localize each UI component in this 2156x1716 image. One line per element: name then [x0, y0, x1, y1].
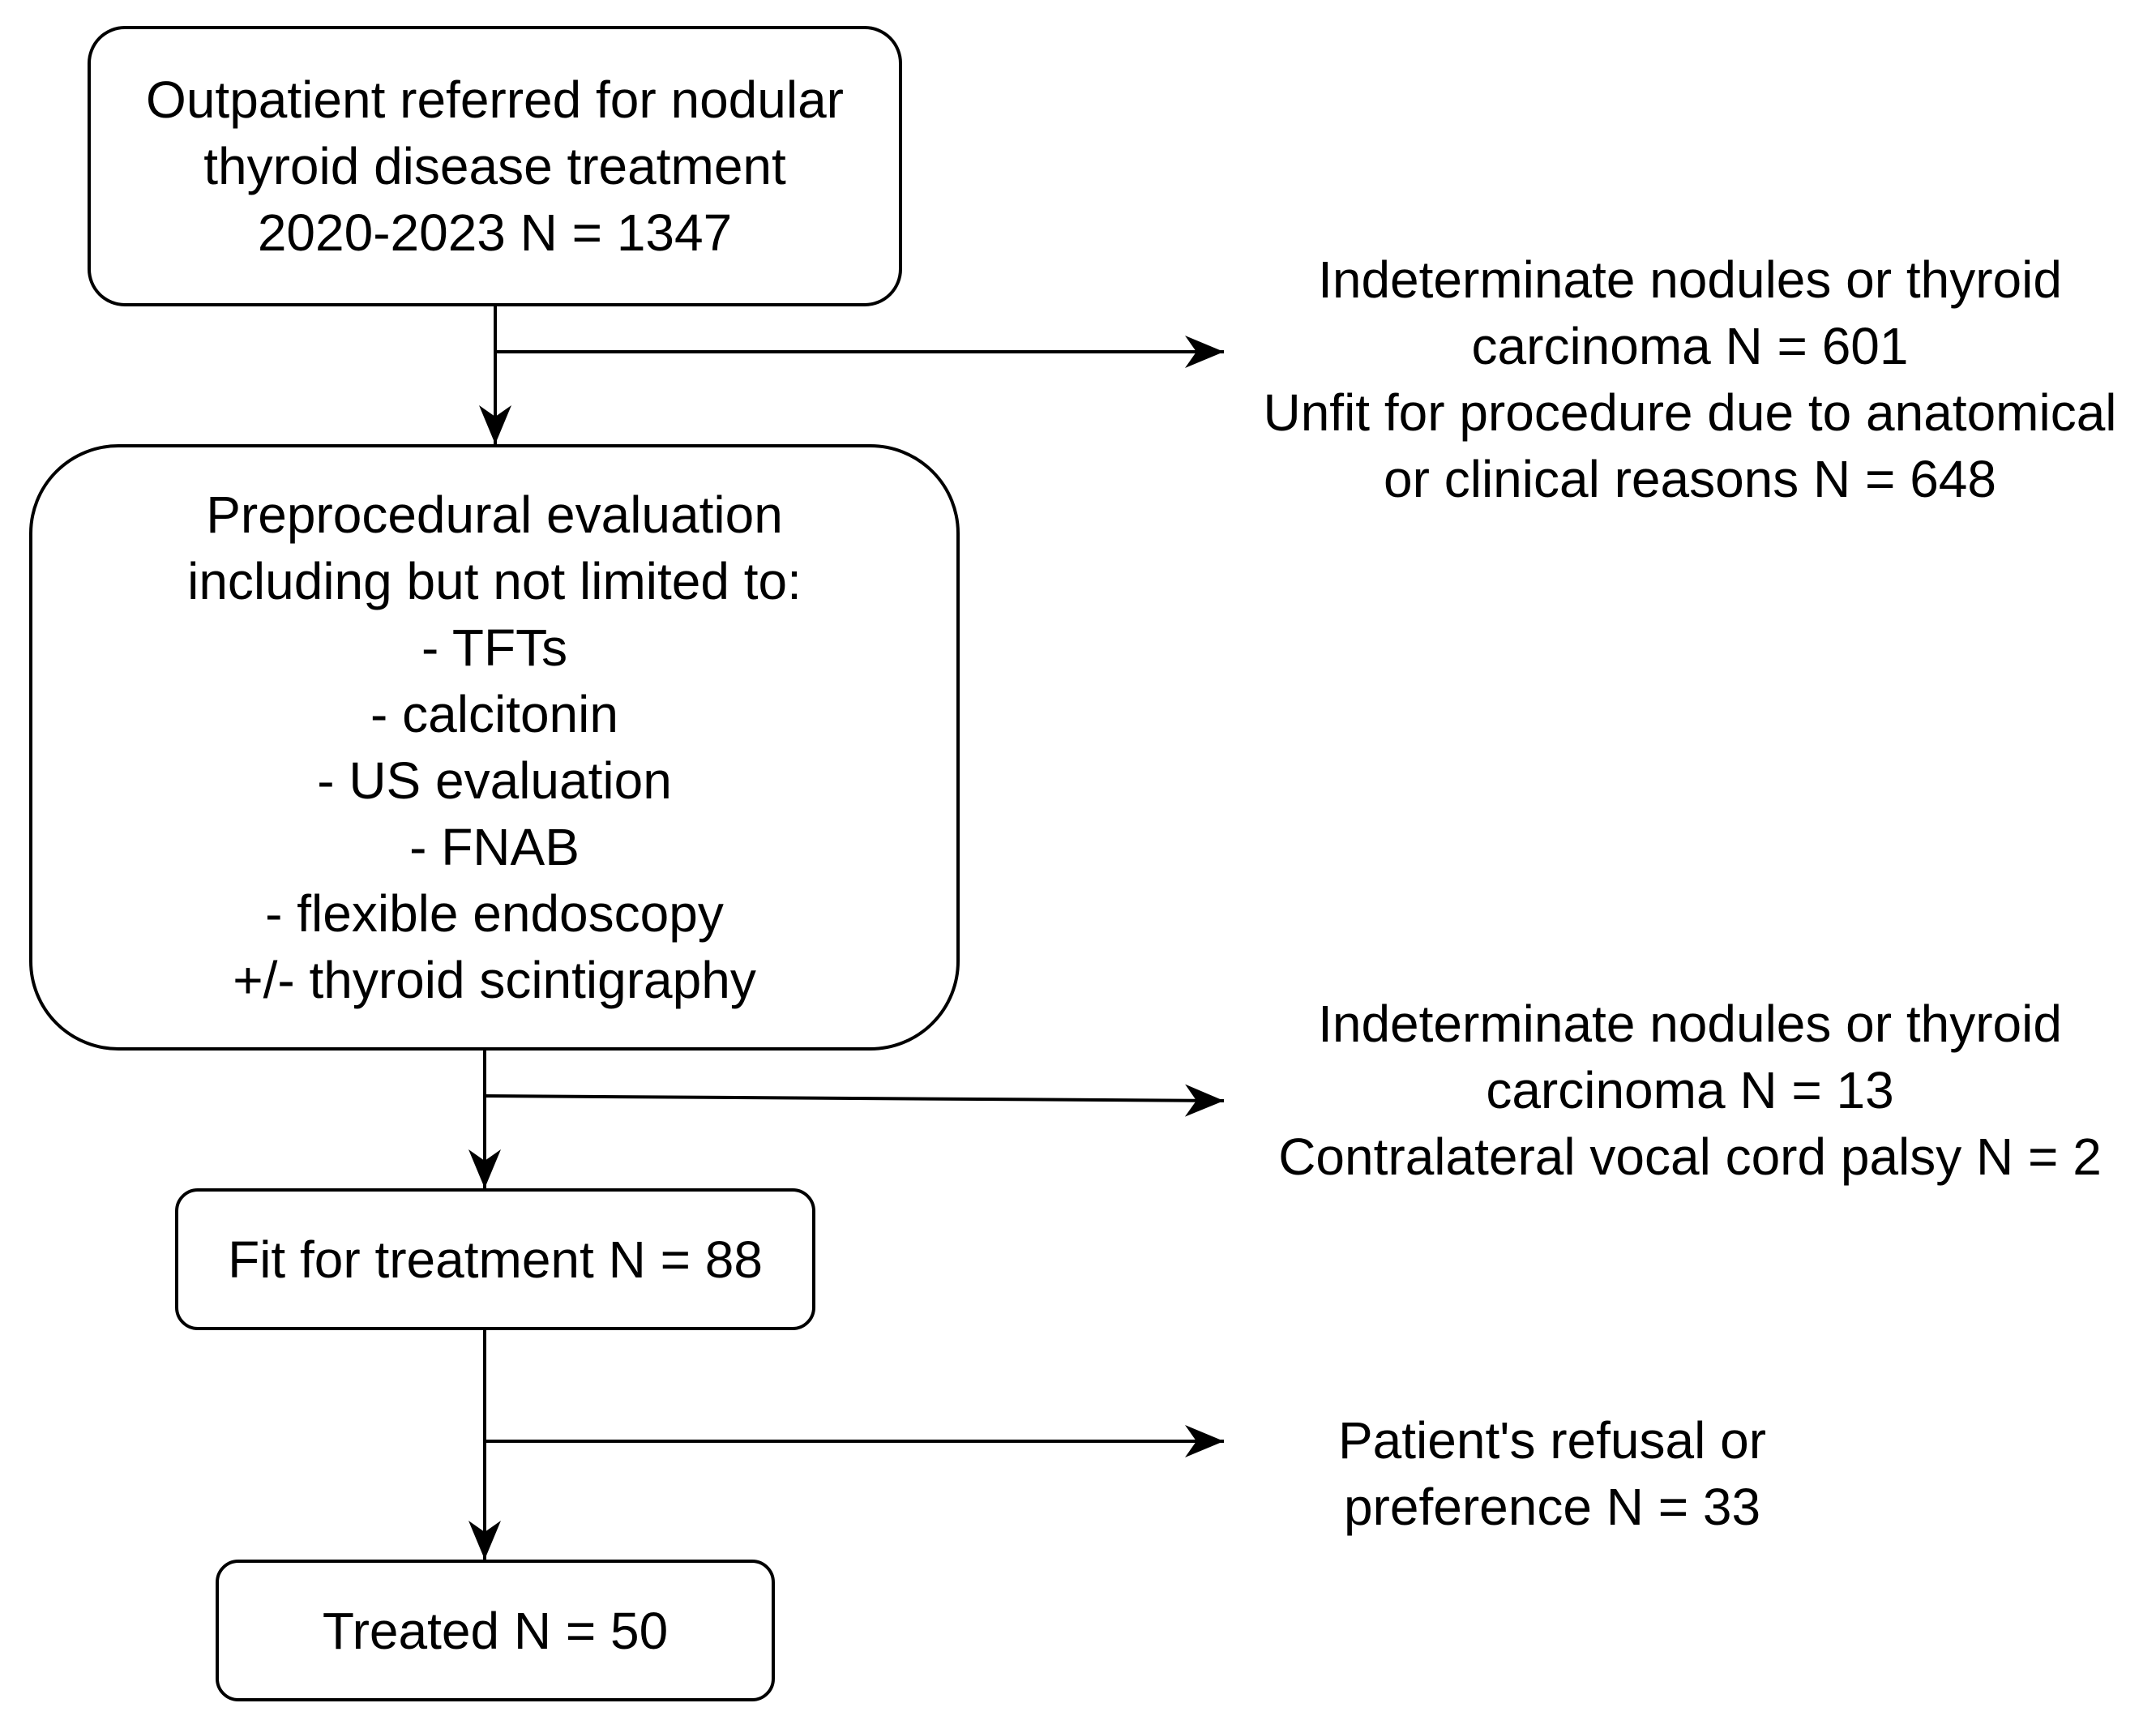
treated-line: Treated N = 50: [322, 1601, 669, 1660]
referred-line: thyroid disease treatment: [203, 137, 786, 195]
evaluation-line: including but not limited to:: [187, 552, 802, 610]
exclusion-line: carcinoma N = 13: [1486, 1061, 1894, 1119]
evaluation-line: - FNAB: [409, 818, 580, 876]
exclusion-line: or clinical reasons N = 648: [1384, 450, 1996, 508]
evaluation-line: - TFTs: [421, 618, 568, 677]
fit-line: Fit for treatment N = 88: [228, 1230, 763, 1289]
exclusion-note-after-referral: Indeterminate nodules or thyroid carcino…: [1224, 246, 2156, 512]
exclusion-line: carcinoma N = 601: [1471, 317, 1909, 375]
exclusion-line: Unfit for procedure due to anatomical: [1263, 383, 2117, 442]
evaluation-line: - flexible endoscopy: [265, 884, 724, 943]
exclusion-note-after-evaluation: Indeterminate nodules or thyroid carcino…: [1224, 991, 2156, 1190]
evaluation-line: +/- thyroid scintigraphy: [233, 951, 756, 1009]
exclusion-line: Patient's refusal or: [1337, 1411, 1767, 1470]
evaluation-line: Preprocedural evaluation: [206, 486, 783, 544]
referred-line: 2020-2023 N = 1347: [257, 203, 733, 262]
exclusion-note-after-fit: Patient's refusal or preference N = 33: [1224, 1407, 1880, 1540]
evaluation-line: - calcitonin: [370, 685, 618, 743]
fit-box: Fit for treatment N = 88: [175, 1188, 815, 1330]
exclusion-line: Indeterminate nodules or thyroid: [1318, 250, 2062, 309]
exclusion-line: preference N = 33: [1343, 1478, 1761, 1536]
exclusion-line: Contralateral vocal cord palsy N = 2: [1278, 1128, 2102, 1186]
evaluation-box: Preprocedural evaluation including but n…: [29, 444, 960, 1051]
treated-box: Treated N = 50: [216, 1560, 775, 1701]
exclusion-line: Indeterminate nodules or thyroid: [1318, 995, 2062, 1053]
evaluation-line: - US evaluation: [317, 751, 672, 810]
arrow-evaluation-to-exclusion-2: [484, 1084, 1225, 1117]
referred-box: Outpatient referred for nodular thyroid …: [88, 26, 902, 306]
referred-line: Outpatient referred for nodular: [146, 71, 844, 129]
